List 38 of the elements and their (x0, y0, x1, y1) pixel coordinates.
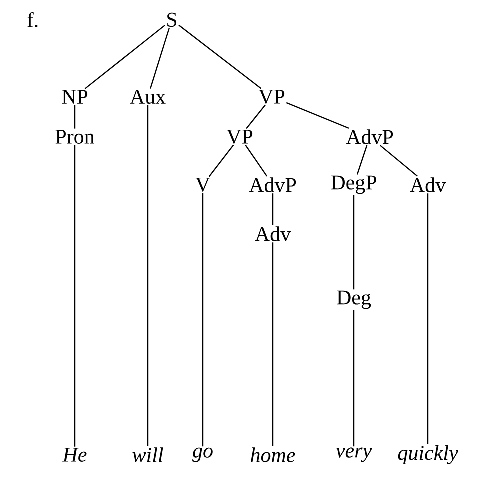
category-label: Deg (337, 290, 372, 310)
branch-line (150, 28, 170, 89)
branch-line (74, 145, 76, 447)
word-label: will (132, 448, 164, 462)
branch-line (178, 24, 262, 90)
branch-line (380, 145, 418, 177)
category-label: AdvP (249, 178, 296, 192)
branch-line (272, 242, 274, 446)
branch-line (147, 105, 149, 446)
branch-line (272, 194, 274, 226)
category-label: NP (62, 90, 88, 104)
category-label: Pron (56, 130, 94, 144)
word-label: very (336, 448, 372, 462)
branch-line (353, 195, 355, 290)
branch-line (286, 102, 350, 129)
word-label: He (62, 448, 87, 462)
category-label: Aux (130, 90, 166, 104)
branch-line (353, 310, 355, 447)
branch-line (427, 194, 429, 444)
category-label: VP (226, 130, 253, 144)
word-label: home (251, 448, 296, 462)
category-label: AdvP (346, 130, 394, 144)
branch-line (246, 104, 266, 130)
category-label: Adv (255, 226, 292, 242)
category-label: V (196, 178, 210, 192)
category-label: Adv (410, 178, 446, 192)
word-label: go (192, 448, 213, 462)
branch-line (208, 144, 234, 178)
branch-line (356, 145, 368, 175)
branch-line (74, 105, 76, 129)
category-label: DegP (331, 176, 376, 194)
branch-line (202, 193, 204, 447)
branch-line (84, 25, 166, 90)
example-letter: f. (28, 12, 38, 28)
word-label: quickly (398, 445, 458, 465)
category-label: S (168, 12, 177, 28)
branch-line (245, 144, 268, 177)
category-label: VP (258, 90, 285, 104)
